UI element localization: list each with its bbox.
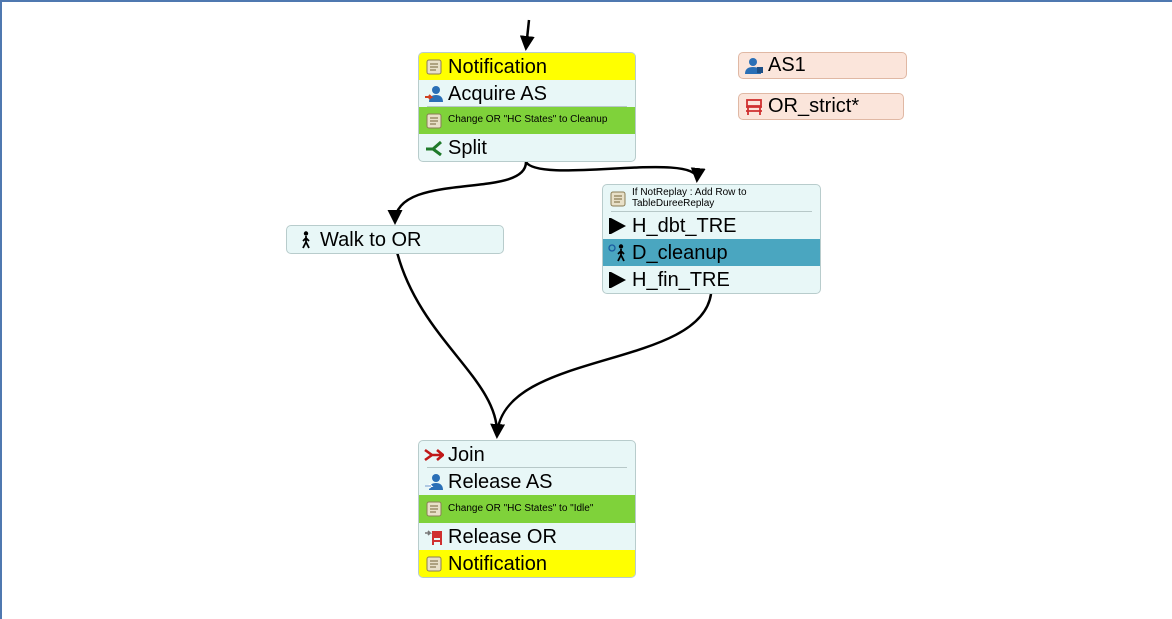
activity-if-notreplay[interactable]: If NotReplay : Add Row to TableDureeRepl… — [603, 185, 820, 212]
activity-label: Change OR "HC States" to Cleanup — [448, 114, 608, 126]
walk-icon — [607, 242, 629, 264]
edge-split-to-walk — [387, 161, 528, 225]
resource-label: AS1 — [768, 54, 806, 76]
activity-label: Release AS — [448, 470, 553, 493]
bed-icon — [743, 96, 765, 118]
activity-label: Split — [448, 136, 487, 159]
script-icon — [423, 498, 445, 520]
acquire-icon — [423, 83, 445, 105]
script-icon — [423, 553, 445, 575]
flag-icon — [607, 215, 629, 237]
resource-or-strict[interactable]: OR_strict* — [738, 93, 904, 120]
release-icon — [423, 471, 445, 493]
canvas-border-top — [0, 0, 1172, 2]
activity-block-start[interactable]: Notification Acquire AS Change OR "HC St… — [418, 52, 636, 162]
canvas-border-left — [0, 0, 2, 619]
script-icon — [423, 110, 445, 132]
flag-icon — [607, 269, 629, 291]
activity-label: Change OR "HC States" to "Idle" — [448, 502, 594, 514]
edge-cleanup-to-join — [495, 293, 713, 437]
activity-walk-to-or[interactable]: Walk to OR — [287, 226, 503, 253]
activity-label: Join — [448, 443, 485, 466]
activity-label: If NotReplay : Add Row to TableDureeRepl… — [632, 187, 747, 209]
edge-split-to-cleanup — [524, 161, 706, 183]
activity-label: Notification — [448, 55, 547, 78]
activity-h-dbt-tre[interactable]: H_dbt_TRE — [603, 212, 820, 239]
join-icon — [423, 444, 445, 466]
resource-label: OR_strict* — [768, 95, 860, 117]
resource-as1[interactable]: AS1 — [738, 52, 907, 79]
activity-release-as[interactable]: Release AS — [419, 468, 635, 495]
activity-block-end[interactable]: Join Release AS Change OR "HC States" to… — [418, 440, 636, 578]
person-icon — [743, 55, 765, 77]
walk-icon — [295, 229, 317, 251]
split-icon — [423, 137, 445, 159]
activity-notification-start[interactable]: Notification — [419, 53, 635, 80]
script-icon — [423, 56, 445, 78]
activity-label: D_cleanup — [632, 241, 728, 264]
activity-label: Notification — [448, 552, 547, 575]
activity-block-walk[interactable]: Walk to OR — [286, 225, 504, 254]
activity-label: Release OR — [448, 525, 557, 548]
activity-acquire-as[interactable]: Acquire AS — [419, 80, 635, 107]
activity-join[interactable]: Join — [419, 441, 635, 468]
activity-d-cleanup[interactable]: D_cleanup — [603, 239, 820, 266]
activity-label: Acquire AS — [448, 82, 547, 105]
activity-h-fin-tre[interactable]: H_fin_TRE — [603, 266, 820, 293]
activity-split[interactable]: Split — [419, 134, 635, 161]
activity-change-or-cleanup[interactable]: Change OR "HC States" to Cleanup — [419, 107, 635, 134]
edge-walk-to-join — [395, 251, 506, 439]
activity-label: Walk to OR — [320, 228, 422, 251]
activity-change-or-idle[interactable]: Change OR "HC States" to "Idle" — [419, 495, 635, 523]
activity-release-or[interactable]: Release OR — [419, 523, 635, 550]
edge-entry — [519, 19, 535, 51]
activity-block-cleanup[interactable]: If NotReplay : Add Row to TableDureeRepl… — [602, 184, 821, 294]
release-or-icon — [423, 526, 445, 548]
activity-notification-end[interactable]: Notification — [419, 550, 635, 577]
activity-label: H_fin_TRE — [632, 268, 730, 291]
script-icon — [607, 188, 629, 210]
activity-label: H_dbt_TRE — [632, 214, 737, 237]
